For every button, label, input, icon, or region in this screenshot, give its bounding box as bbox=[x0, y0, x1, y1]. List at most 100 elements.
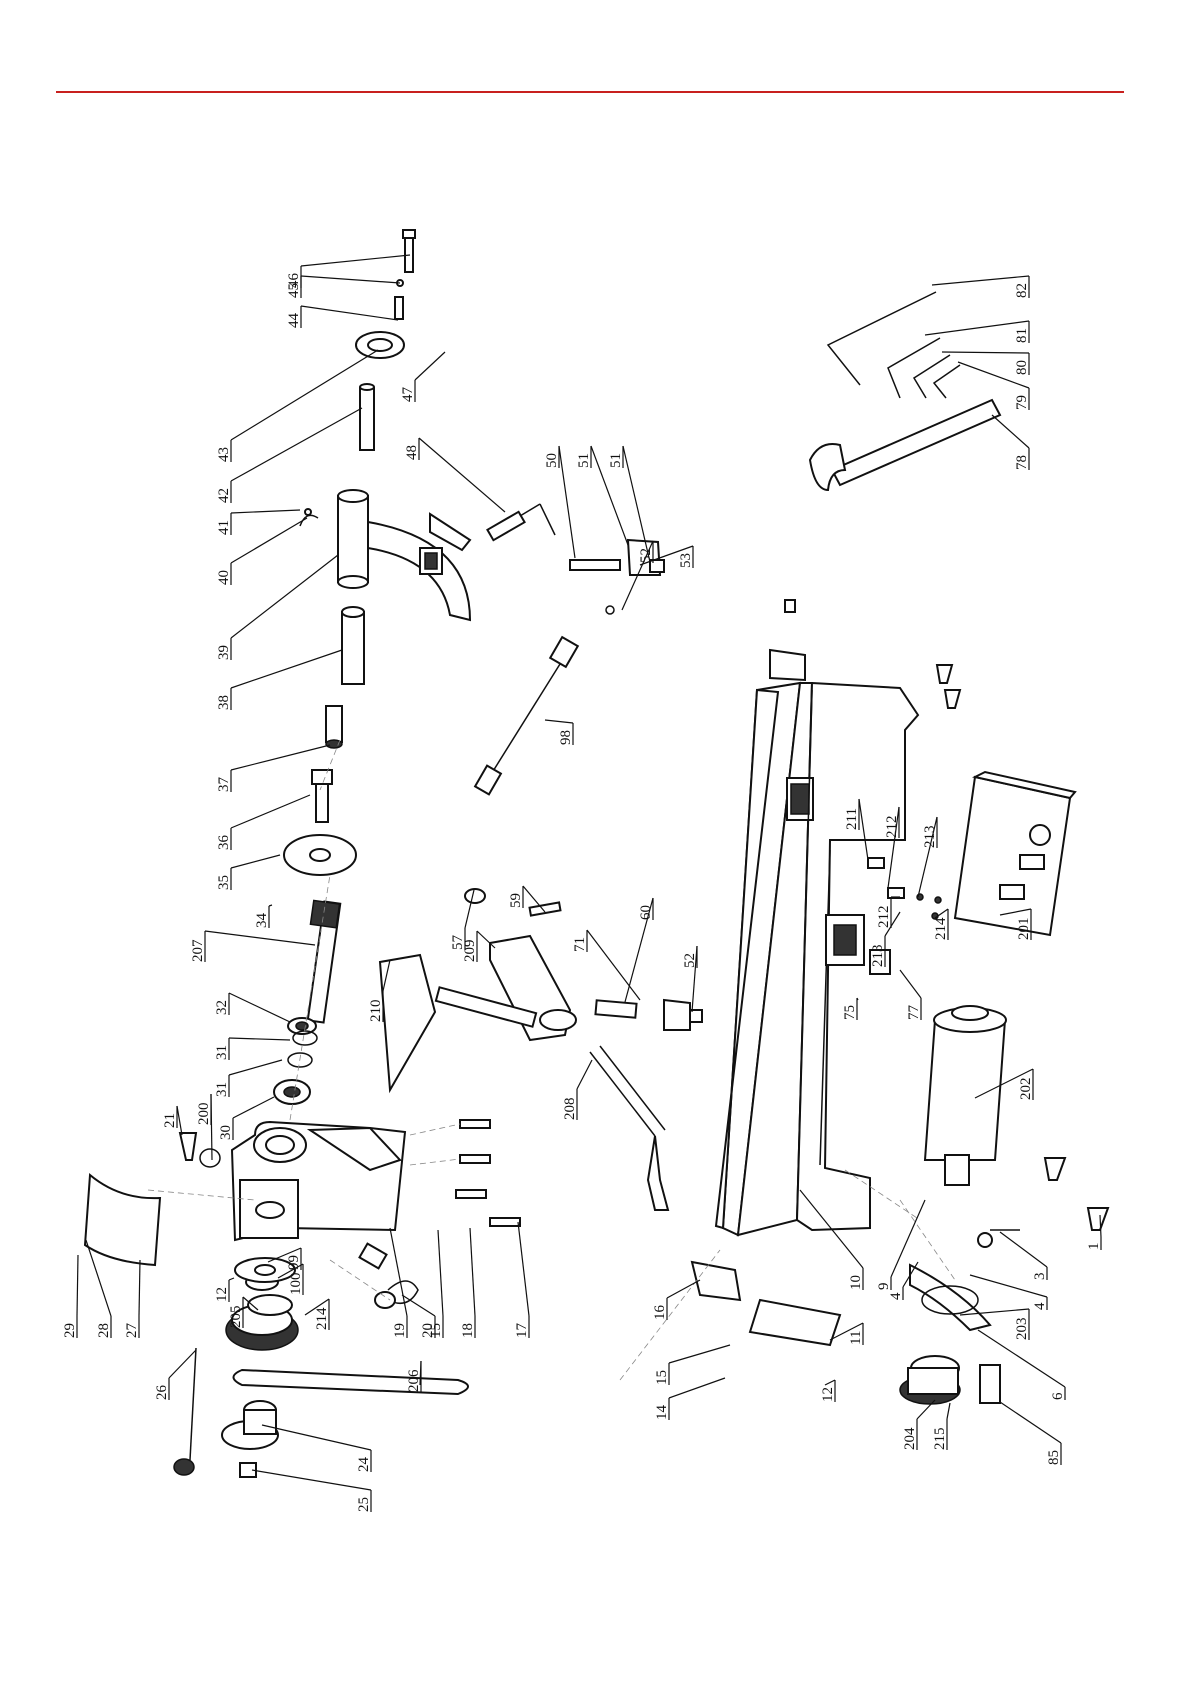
callout-label: 208 bbox=[562, 1098, 578, 1121]
callout-leader bbox=[470, 1228, 475, 1316]
callout-leader bbox=[667, 1280, 700, 1298]
callout-208: 208 bbox=[562, 1060, 592, 1120]
callout-71: 71 bbox=[572, 930, 640, 1000]
callout-leader bbox=[992, 415, 1029, 448]
motor-part-201 bbox=[925, 1006, 1006, 1185]
callout-39: 39 bbox=[216, 555, 338, 660]
callout-43: 43 bbox=[216, 350, 378, 462]
callout-label: 3 bbox=[1032, 1273, 1048, 1281]
tailstock-assembly-part-39 bbox=[300, 230, 470, 748]
callout-75: 75 bbox=[842, 998, 858, 1020]
callout-label: 209 bbox=[462, 940, 478, 963]
callout-15: 15 bbox=[654, 1345, 730, 1385]
callout-label: 38 bbox=[216, 695, 232, 710]
callout-label: 31 bbox=[214, 1045, 230, 1060]
callout-leader bbox=[419, 438, 505, 512]
clamp-part-60 bbox=[595, 1000, 702, 1030]
callout-leader bbox=[477, 931, 495, 948]
callout-label: 46 bbox=[286, 273, 302, 289]
callout-35: 35 bbox=[216, 855, 280, 890]
callout-leader bbox=[231, 795, 310, 828]
wrench-part-77 bbox=[810, 400, 1000, 490]
callout-label: 44 bbox=[286, 313, 302, 329]
callout-leader bbox=[518, 1222, 529, 1316]
motor-bracket-part-202 bbox=[910, 1265, 990, 1330]
callout-78: 78 bbox=[992, 415, 1030, 470]
callout-label: 60 bbox=[638, 905, 654, 920]
callout-leader bbox=[559, 446, 575, 558]
callout-label: 213 bbox=[922, 826, 938, 849]
callout-206: 206 bbox=[406, 1361, 422, 1392]
callout-leader bbox=[229, 1038, 290, 1040]
callout-31: 31 bbox=[214, 1060, 282, 1097]
controller-box-part-200 bbox=[955, 772, 1075, 935]
callout-label: 213 bbox=[870, 945, 886, 968]
callout-15: 15 bbox=[428, 1230, 444, 1338]
callout-label: 12 bbox=[214, 1287, 230, 1302]
drive-belt-part-205 bbox=[234, 1370, 469, 1394]
callout-26: 26 bbox=[154, 1350, 196, 1400]
callout-label: 81 bbox=[1014, 328, 1030, 343]
callout-label: 32 bbox=[214, 1000, 230, 1015]
callout-leader bbox=[1000, 1232, 1047, 1267]
callout-label: 34 bbox=[254, 913, 270, 929]
callout-label: 21 bbox=[162, 1113, 178, 1128]
callout-leader bbox=[233, 1097, 274, 1118]
callout-label: 47 bbox=[400, 387, 416, 403]
callout-207: 207 bbox=[190, 931, 315, 962]
callout-213: 213 bbox=[918, 817, 938, 897]
hex-keys-part-78-81 bbox=[828, 292, 960, 398]
callout-label: 77 bbox=[906, 1005, 922, 1021]
callout-label: 27 bbox=[124, 1323, 140, 1339]
callout-leader bbox=[231, 855, 280, 868]
callout-label: 11 bbox=[848, 1331, 864, 1345]
callout-label: 80 bbox=[1014, 360, 1030, 375]
callout-label: 210 bbox=[368, 1000, 384, 1023]
callout-leader bbox=[577, 1060, 592, 1089]
callout-leader bbox=[229, 1278, 234, 1280]
callout-label: 28 bbox=[96, 1323, 112, 1338]
callout-212: 212 bbox=[884, 807, 900, 888]
callout-label: 82 bbox=[1014, 283, 1030, 298]
callout-25: 25 bbox=[252, 1470, 372, 1512]
callout-215: 215 bbox=[932, 1403, 950, 1450]
callout-leader bbox=[231, 408, 362, 481]
lever-part-3 bbox=[978, 1230, 1020, 1247]
callout-label: 36 bbox=[216, 835, 232, 851]
callout-leader bbox=[669, 1345, 730, 1363]
callout-leader bbox=[252, 1470, 371, 1490]
callout-label: 207 bbox=[190, 939, 206, 962]
callout-label: 212 bbox=[876, 906, 892, 929]
callout-85: 85 bbox=[1000, 1402, 1062, 1465]
callout-label: 75 bbox=[842, 1005, 858, 1020]
callout-label: 201 bbox=[1016, 918, 1032, 941]
callout-label: 85 bbox=[1046, 1450, 1062, 1465]
tail-bracket bbox=[770, 600, 805, 680]
callout-label: 31 bbox=[214, 1082, 230, 1097]
belt-cover-part-27 bbox=[85, 1175, 160, 1265]
callout-label: 41 bbox=[216, 520, 232, 535]
callout-label: 1 bbox=[1086, 1243, 1102, 1251]
callout-label: 42 bbox=[216, 488, 232, 503]
callout-12: 12 bbox=[820, 1380, 836, 1402]
callout-label: 204 bbox=[902, 1427, 918, 1450]
callout-leader bbox=[231, 510, 300, 513]
callout-leader bbox=[139, 1260, 140, 1316]
callout-label: 100 bbox=[288, 1273, 304, 1296]
callout-leader bbox=[900, 970, 921, 998]
callout-leader bbox=[438, 1230, 443, 1316]
callout-32: 32 bbox=[214, 993, 290, 1022]
callout-leader bbox=[301, 276, 400, 283]
cam-shaft-part-207 bbox=[590, 1046, 668, 1210]
callout-label: 51 bbox=[576, 453, 592, 468]
callout-46: 46 bbox=[286, 255, 410, 288]
callout-label: 17 bbox=[514, 1323, 530, 1339]
callout-label: 214 bbox=[314, 1307, 330, 1330]
callout-label: 205 bbox=[228, 1306, 244, 1329]
callout-leader bbox=[231, 350, 378, 440]
callout-label: 43 bbox=[216, 447, 232, 462]
callout-label: 212 bbox=[884, 816, 900, 839]
callout-label: 202 bbox=[1018, 1078, 1034, 1101]
faceplate-part-35 bbox=[284, 835, 356, 875]
